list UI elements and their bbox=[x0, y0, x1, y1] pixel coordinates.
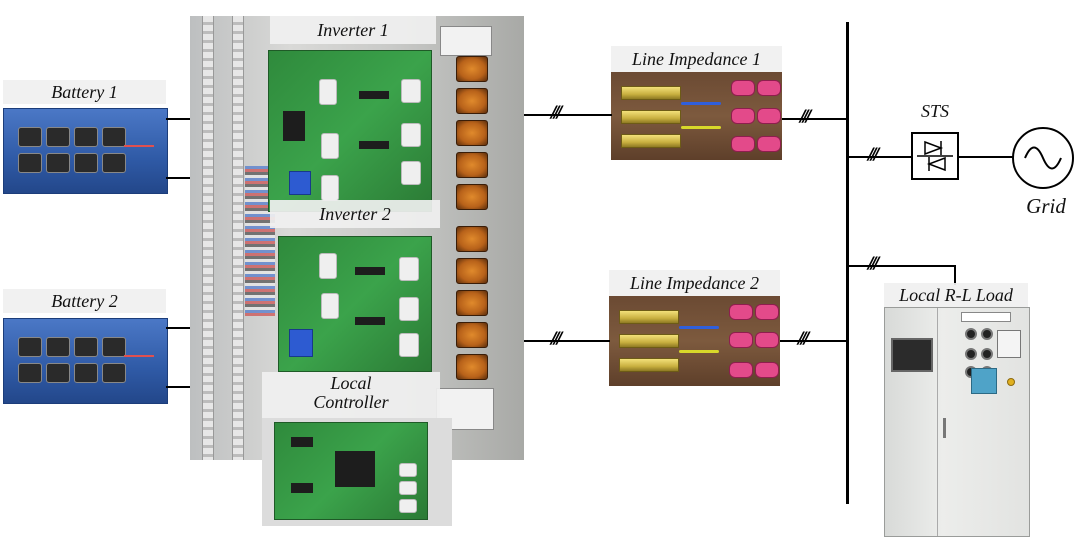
impedance-2-bus-line bbox=[780, 340, 848, 342]
three-phase-mark-6: /// bbox=[868, 253, 879, 272]
inverter-2-output-line bbox=[524, 340, 610, 342]
grid-label: Grid bbox=[1026, 194, 1066, 218]
battery-1-wire-top bbox=[166, 118, 192, 120]
inverter-2-label: Inverter 2 bbox=[270, 200, 440, 228]
sts-label: STS bbox=[920, 101, 949, 121]
bus-to-load-line bbox=[848, 265, 956, 267]
inverter-cabinet-photo bbox=[190, 16, 524, 460]
sts-to-grid-line bbox=[959, 156, 1013, 158]
inverter-1-label: Inverter 1 bbox=[270, 16, 436, 44]
battery-2-wire-bottom bbox=[166, 386, 192, 388]
three-phase-mark-3: /// bbox=[800, 106, 811, 125]
three-phase-mark-5: /// bbox=[868, 144, 879, 163]
battery-1-wire-bottom bbox=[166, 177, 192, 179]
line-impedance-2-label: Line Impedance 2 bbox=[609, 270, 780, 296]
three-phase-mark-2: /// bbox=[551, 328, 562, 347]
impedance-1-bus-line bbox=[782, 118, 848, 120]
three-phase-mark-4: /// bbox=[798, 328, 809, 347]
line-impedance-2-photo bbox=[609, 296, 780, 386]
local-controller-photo bbox=[262, 418, 452, 526]
battery-2-wire-top bbox=[166, 327, 192, 329]
bus-to-sts-line bbox=[848, 156, 912, 158]
ac-bus bbox=[846, 22, 849, 504]
battery-1-photo bbox=[3, 108, 168, 194]
load-drop-line bbox=[954, 265, 956, 285]
inverter-1-output-line bbox=[524, 114, 612, 116]
local-load-label: Local R-L Load bbox=[884, 283, 1028, 307]
three-phase-mark-1: /// bbox=[551, 102, 562, 121]
battery-1-label: Battery 1 bbox=[3, 80, 166, 104]
local-controller-label: Local Controller bbox=[262, 372, 440, 420]
battery-2-label: Battery 2 bbox=[3, 289, 166, 313]
local-load-cabinet-photo bbox=[884, 307, 1030, 537]
line-impedance-1-photo bbox=[611, 72, 782, 160]
sts-switch-icon bbox=[911, 132, 959, 180]
line-impedance-1-label: Line Impedance 1 bbox=[611, 46, 782, 72]
battery-2-photo bbox=[3, 318, 168, 404]
grid-source-icon bbox=[1012, 127, 1074, 189]
